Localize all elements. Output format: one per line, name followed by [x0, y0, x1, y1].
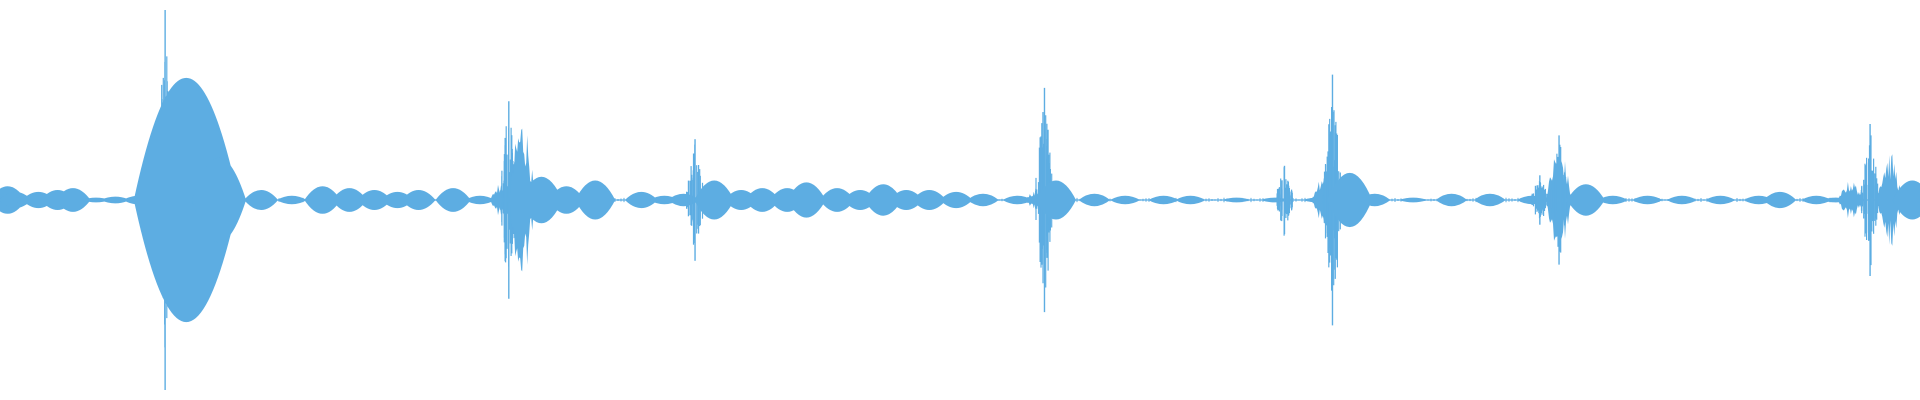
waveform-blob	[331, 188, 368, 212]
waveform-blob	[939, 191, 973, 209]
waveform-blob	[1597, 195, 1628, 205]
waveform-blob	[864, 184, 902, 216]
waveform-blob	[1474, 193, 1506, 207]
waveform-blob	[55, 188, 91, 212]
waveform-blob	[1801, 195, 1832, 205]
waveform-blob	[624, 191, 658, 209]
waveform-blob	[1567, 184, 1605, 216]
waveform-blob	[548, 186, 585, 214]
waveform-blob	[575, 180, 616, 220]
waveform-blob	[1078, 193, 1111, 207]
waveform-blob	[520, 176, 563, 224]
waveform-blob	[967, 193, 999, 207]
waveform-blob	[276, 195, 308, 205]
waveform-burst	[1876, 154, 1903, 246]
waveform-blob	[1666, 195, 1698, 205]
waveform-blob	[304, 186, 341, 214]
waveform-blob	[912, 190, 947, 210]
waveform-blob	[1892, 180, 1920, 220]
waveform-blob	[787, 182, 826, 218]
waveform-blob	[1358, 193, 1391, 207]
waveform-blob	[1705, 195, 1736, 205]
waveform-blob	[1002, 195, 1033, 205]
waveform-blob	[357, 190, 392, 210]
waveform-blob	[401, 190, 436, 210]
waveform-blob	[1763, 191, 1797, 209]
waveform-envelope	[0, 10, 1920, 390]
waveform-blob	[1175, 195, 1206, 205]
